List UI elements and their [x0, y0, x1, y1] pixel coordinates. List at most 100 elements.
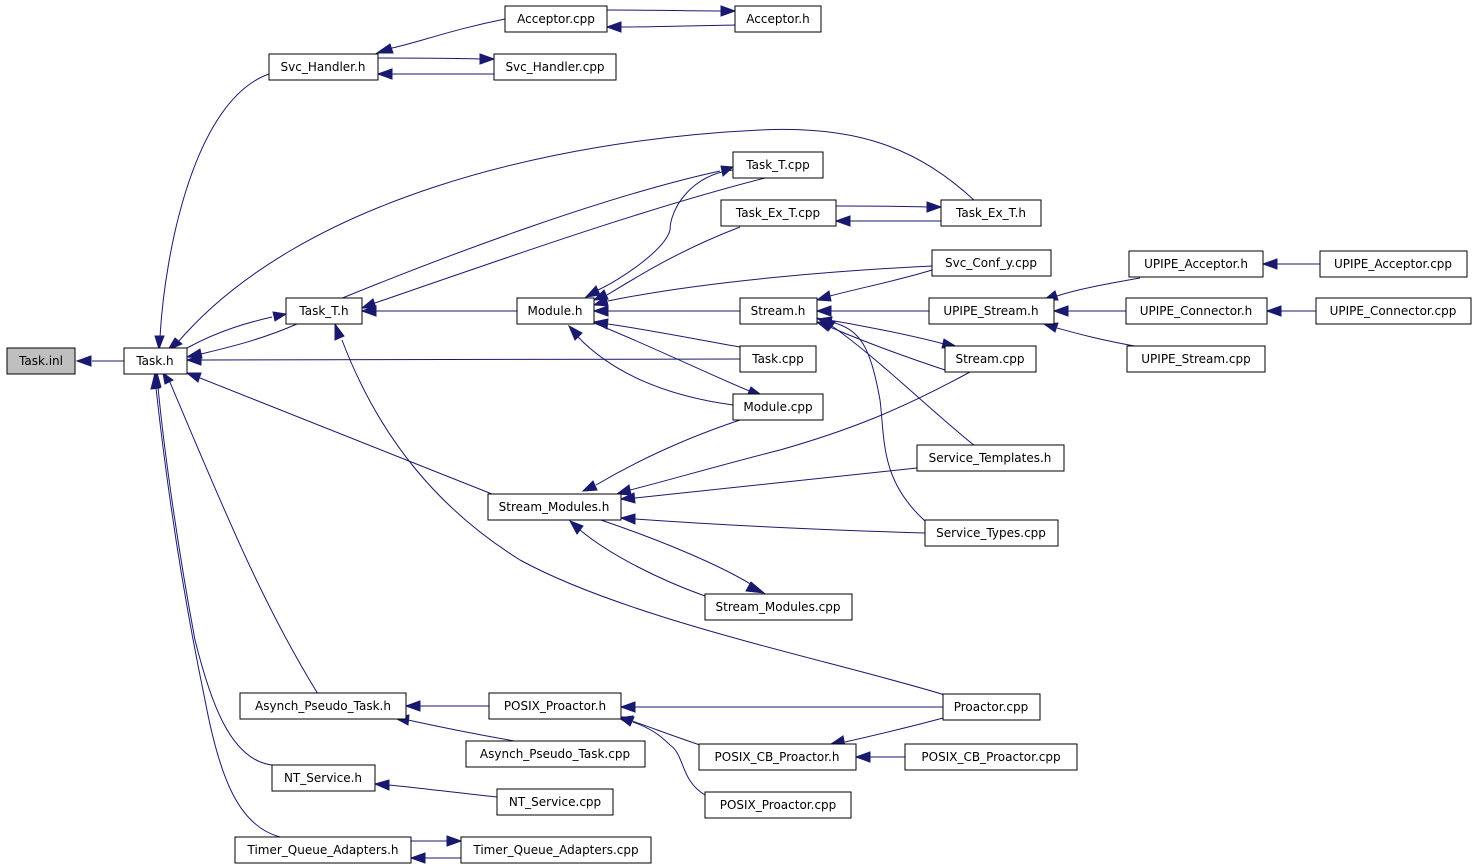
node-label: Task_Ex_T.cpp: [735, 206, 820, 220]
edge: [632, 721, 706, 796]
node-label: Module.cpp: [743, 400, 812, 414]
edge: [634, 518, 926, 534]
node-service-types-cpp[interactable]: Service_Types.cpp: [924, 519, 1059, 547]
node-stream-modules-cpp[interactable]: Stream_Modules.cpp: [704, 593, 853, 621]
edge: [607, 265, 933, 302]
node-posix-cb-proactor-h[interactable]: POSIX_CB_Proactor.h: [698, 743, 857, 771]
node-label: POSIX_Proactor.h: [504, 699, 606, 713]
edge: [407, 719, 521, 743]
edge: [597, 169, 734, 291]
arrowhead: [409, 852, 426, 864]
arrowhead: [584, 285, 601, 298]
node-upipe-stream-h[interactable]: UPIPE_Stream.h: [928, 297, 1055, 325]
node-acceptor-h[interactable]: Acceptor.h: [734, 5, 822, 33]
node-label: NT_Service.cpp: [509, 795, 601, 809]
node-label: Task_T.h: [298, 304, 348, 318]
arrowhead: [360, 305, 377, 317]
edge: [579, 529, 706, 597]
node-nt-service-h[interactable]: NT_Service.h: [271, 764, 376, 792]
arrowhead: [592, 295, 609, 307]
arrowhead: [334, 322, 345, 341]
node-upipe-acceptor-h[interactable]: UPIPE_Acceptor.h: [1128, 250, 1264, 278]
node-label: UPIPE_Stream.h: [943, 304, 1038, 318]
node-upipe-connector-cpp[interactable]: UPIPE_Connector.cpp: [1315, 297, 1472, 325]
arrowhead: [1261, 258, 1278, 270]
arrowhead: [605, 21, 622, 33]
arrowhead: [446, 835, 463, 847]
node-label: Asynch_Pseudo_Task.cpp: [480, 747, 630, 761]
edge: [597, 518, 753, 586]
edge: [831, 325, 976, 447]
arrowhead: [619, 492, 636, 504]
arrowhead: [373, 779, 390, 791]
edge: [595, 419, 741, 486]
arrowhead: [617, 716, 635, 727]
node-label: NT_Service.h: [284, 771, 362, 785]
node-upipe-stream-cpp[interactable]: UPIPE_Stream.cpp: [1126, 345, 1266, 373]
node-task-ex-t-h[interactable]: Task_Ex_T.h: [940, 199, 1042, 227]
node-upipe-acceptor-cpp[interactable]: UPIPE_Acceptor.cpp: [1319, 250, 1468, 278]
node-stream-h[interactable]: Stream.h: [739, 297, 818, 325]
arrowhead: [1052, 305, 1069, 317]
edge: [339, 170, 721, 300]
arrowhead: [619, 513, 636, 525]
arrowhead: [166, 337, 183, 352]
node-proactor-cpp[interactable]: Proactor.cpp: [942, 693, 1041, 721]
node-svc-handler-h[interactable]: Svc_Handler.h: [268, 53, 379, 81]
edge: [388, 784, 498, 798]
node-label: Task.inl: [18, 354, 63, 368]
edge: [157, 386, 273, 766]
edge: [606, 9, 722, 12]
arrowhead: [592, 305, 609, 317]
node-posix-proactor-h[interactable]: POSIX_Proactor.h: [488, 692, 622, 720]
node-task-t-h[interactable]: Task_T.h: [285, 297, 363, 325]
nodes: Task.inl Task.h Svc_Handler.h Acceptor.c…: [6, 5, 1472, 864]
node-asynch-pseudo-task-h[interactable]: Asynch_Pseudo_Task.h: [239, 692, 407, 720]
edge: [159, 73, 270, 338]
arrowhead: [375, 43, 394, 54]
arrowhead: [479, 53, 496, 65]
node-upipe-connector-h[interactable]: UPIPE_Connector.h: [1125, 297, 1268, 325]
node-stream-modules-h[interactable]: Stream_Modules.h: [487, 493, 622, 521]
node-label: UPIPE_Stream.cpp: [1141, 352, 1250, 366]
node-nt-service-cpp[interactable]: NT_Service.cpp: [496, 788, 614, 816]
edge: [577, 336, 734, 406]
arrowhead: [834, 215, 851, 227]
arrowhead: [615, 484, 632, 496]
arrowhead: [185, 372, 202, 383]
node-module-cpp[interactable]: Module.cpp: [732, 393, 824, 421]
node-svc-handler-cpp[interactable]: Svc_Handler.cpp: [493, 53, 617, 81]
node-acceptor-cpp[interactable]: Acceptor.cpp: [504, 5, 608, 33]
node-label: POSIX_Proactor.cpp: [720, 798, 837, 812]
arrowhead: [404, 700, 421, 712]
edge: [1056, 277, 1141, 297]
edge: [593, 322, 753, 393]
edge: [168, 379, 319, 695]
edge: [155, 387, 286, 839]
node-label: UPIPE_Connector.h: [1140, 304, 1253, 318]
node-posix-cb-proactor-cpp[interactable]: POSIX_CB_Proactor.cpp: [904, 743, 1078, 771]
node-label: Task_Ex_T.h: [955, 206, 1026, 220]
node-task-cpp[interactable]: Task.cpp: [739, 345, 817, 373]
edge: [1056, 327, 1141, 348]
node-label: POSIX_CB_Proactor.h: [715, 750, 840, 764]
node-service-templates-h[interactable]: Service_Templates.h: [916, 444, 1065, 472]
arrowhead: [720, 5, 737, 17]
node-task-h[interactable]: Task.h: [123, 347, 188, 375]
node-task-inl[interactable]: Task.inl: [6, 347, 76, 375]
edge: [831, 321, 926, 522]
node-module-h[interactable]: Module.h: [516, 297, 595, 325]
edge: [844, 717, 944, 743]
node-stream-cpp[interactable]: Stream.cpp: [944, 345, 1037, 373]
node-posix-proactor-cpp[interactable]: POSIX_Proactor.cpp: [704, 791, 852, 819]
node-svc-conf-y-cpp[interactable]: Svc_Conf_y.cpp: [931, 249, 1052, 277]
node-timer-queue-adapters-h[interactable]: Timer_Queue_Adapters.h: [234, 836, 412, 864]
edge: [631, 720, 701, 746]
edge: [829, 269, 933, 297]
arrowhead: [926, 201, 943, 213]
node-task-t-cpp[interactable]: Task_T.cpp: [732, 151, 824, 179]
node-asynch-pseudo-task-cpp[interactable]: Asynch_Pseudo_Task.cpp: [465, 740, 646, 768]
node-task-ex-t-cpp[interactable]: Task_Ex_T.cpp: [720, 199, 837, 227]
edge: [200, 323, 298, 355]
node-timer-queue-adapters-cpp[interactable]: Timer_Queue_Adapters.cpp: [460, 836, 652, 864]
